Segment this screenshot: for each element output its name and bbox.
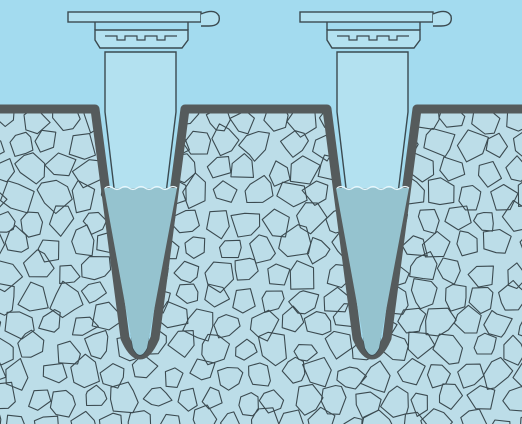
tube-right-cap-ring xyxy=(327,30,420,48)
tube-right-lid xyxy=(300,12,433,22)
tube-left-lid xyxy=(68,12,201,22)
tube-left-hinge xyxy=(201,11,219,26)
crushed-ice xyxy=(0,99,522,424)
tube-left-cap-ring xyxy=(95,30,188,48)
tube-right-hinge xyxy=(433,11,451,26)
